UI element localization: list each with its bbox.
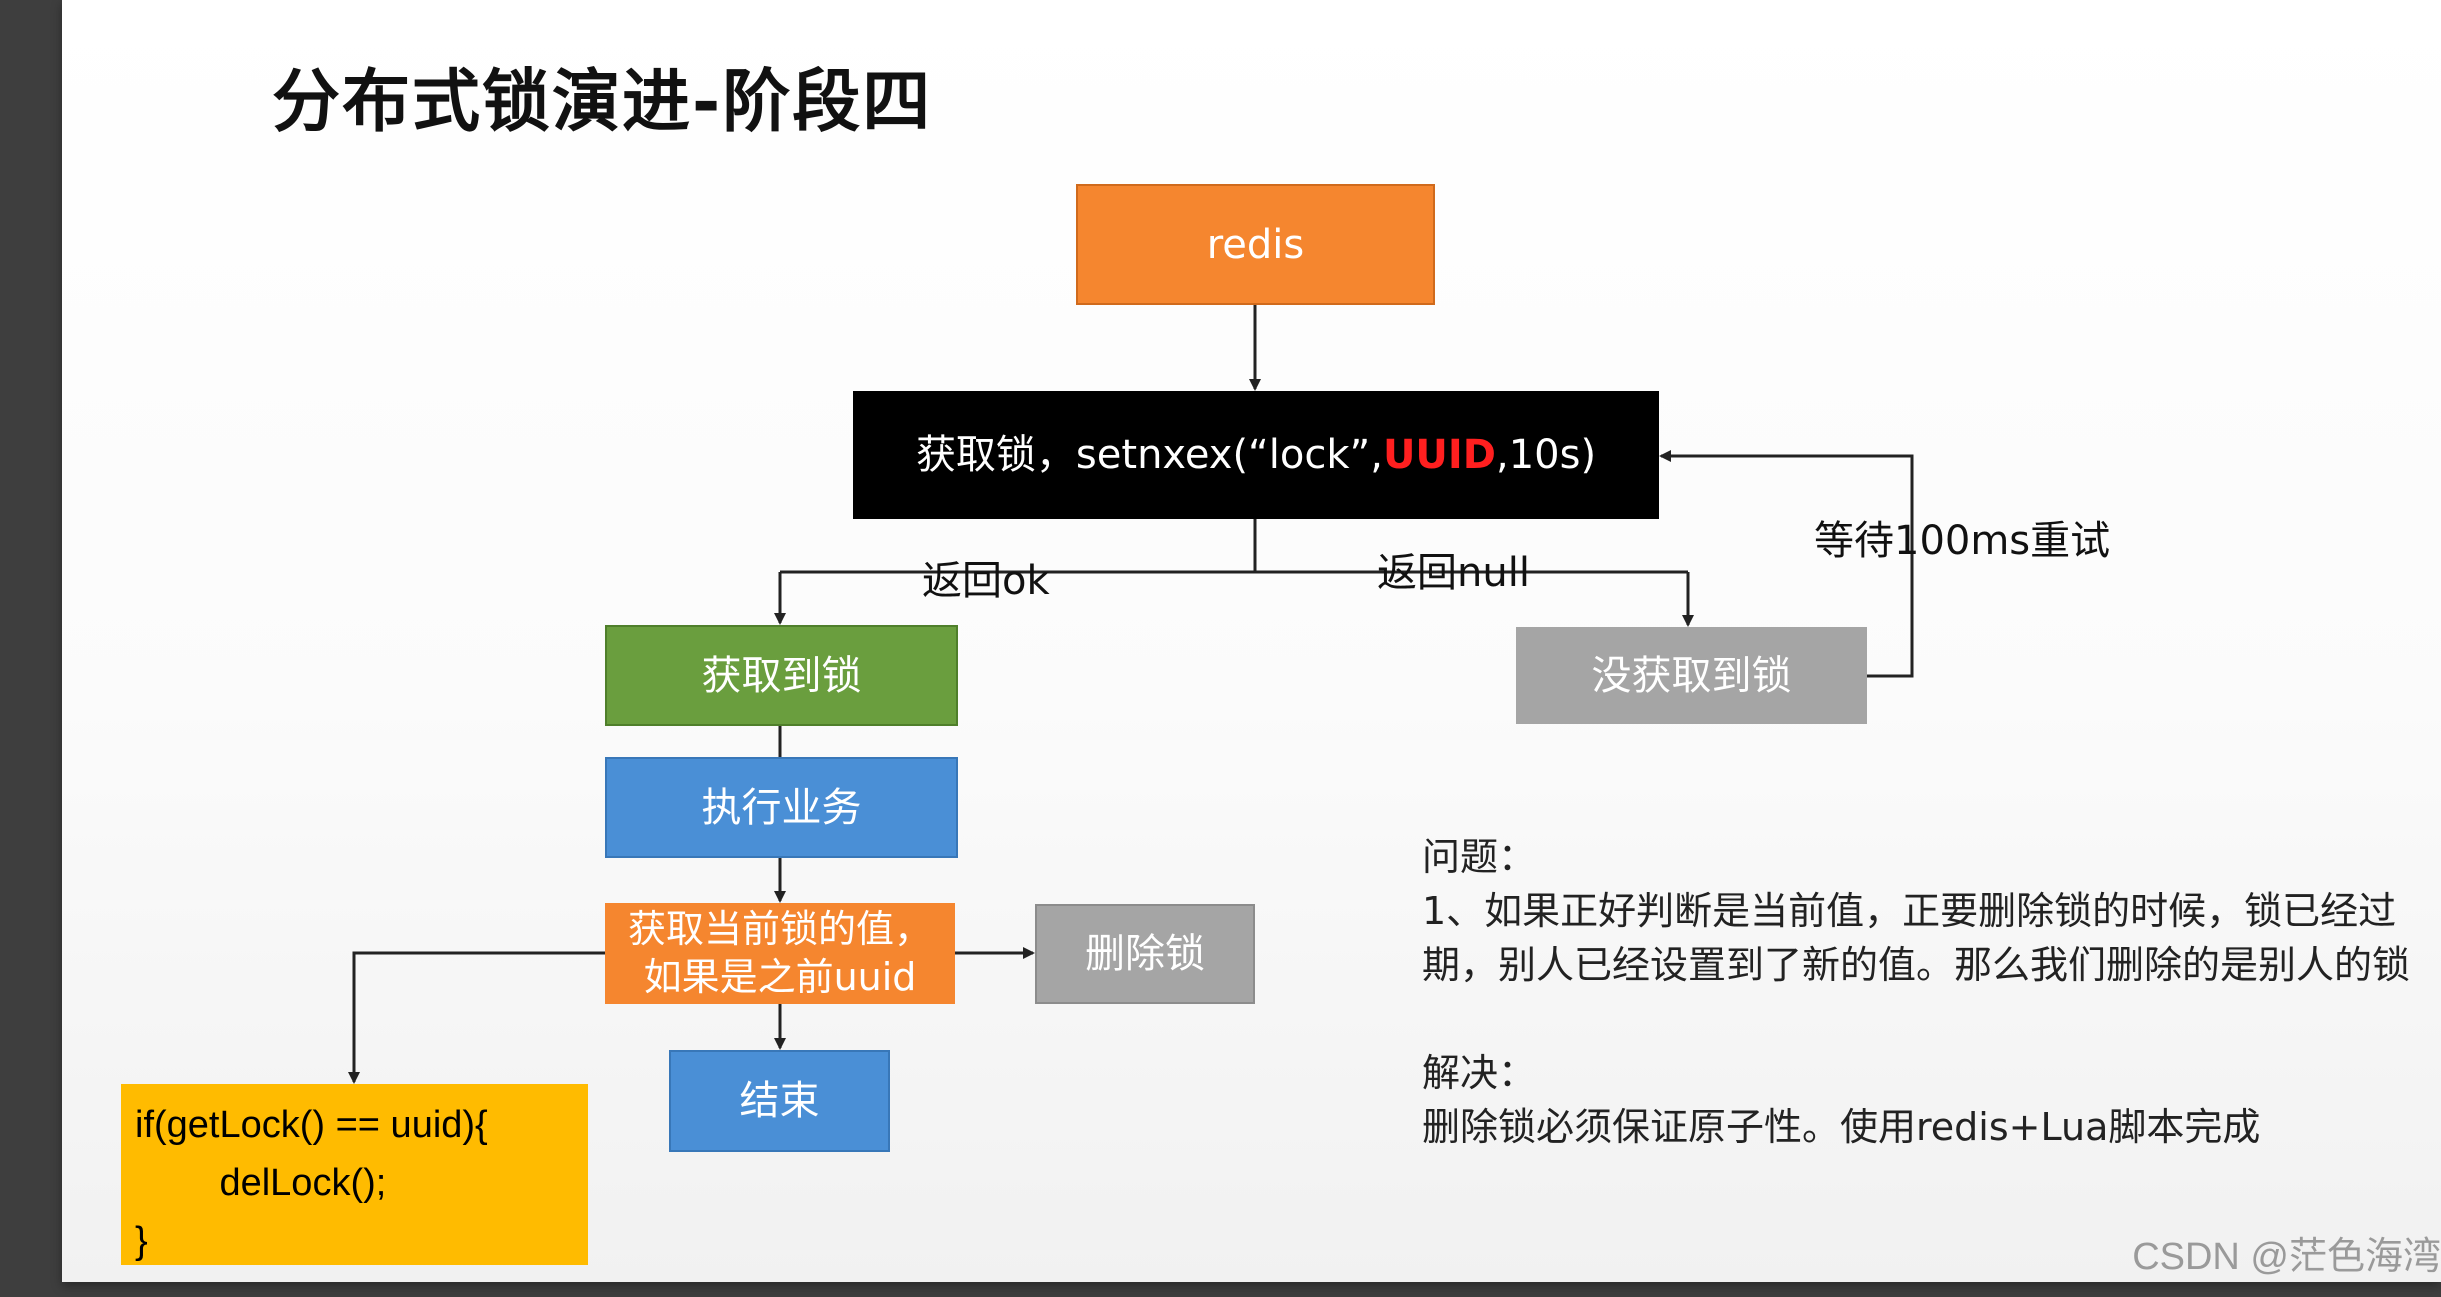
execute-business-label: 执行业务 — [701, 784, 862, 831]
acquire-lock-suffix: ,10s) — [1496, 432, 1597, 478]
acquire-lock-prefix: 获取锁，setnxex(“lock”, — [915, 432, 1383, 478]
edge-label-return-null: 返回null — [1377, 550, 1530, 596]
acquire-lock-node: 获取锁，setnxex(“lock”,UUID,10s) — [853, 391, 1659, 519]
acquire-lock-uuid: UUID — [1382, 432, 1496, 478]
flow-connectors — [348, 305, 1914, 1084]
code-line-2: delLock(); — [135, 1162, 387, 1204]
notes-panel: 问题： 1、如果正好判断是当前值，正要删除锁的时候，锁已经过期，别人已经设置到了… — [1422, 830, 2441, 1154]
get-lock-value-node: 获取当前锁的值， 如果是之前uuid — [605, 903, 955, 1004]
problem-heading: 问题： — [1422, 835, 1537, 879]
slide: 分布式锁演进-阶段四 — [62, 0, 2441, 1282]
code-line-1: if(getLock() == uuid){ — [135, 1104, 488, 1146]
delete-lock-node: 删除锁 — [1035, 904, 1255, 1004]
solution-text: 删除锁必须保证原子性。使用redis+Lua脚本完成 — [1422, 1105, 2261, 1149]
got-lock-label: 获取到锁 — [701, 652, 862, 699]
code-line-3: } — [135, 1220, 148, 1262]
redis-node-label: redis — [1206, 221, 1305, 268]
end-label: 结束 — [739, 1078, 820, 1124]
slide-title: 分布式锁演进-阶段四 — [272, 63, 933, 142]
get-lock-value-line2: 如果是之前uuid — [643, 954, 917, 999]
edge-label-retry: 等待100ms重试 — [1814, 518, 2111, 564]
not-got-lock-label: 没获取到锁 — [1591, 652, 1792, 699]
code-snippet: if(getLock() == uuid){ delLock();} — [121, 1084, 588, 1265]
solution-heading: 解决： — [1422, 1051, 1537, 1095]
watermark: CSDN @茫色海湾 — [2132, 1236, 2441, 1278]
arrow-retry-loop — [1659, 450, 1914, 678]
delete-lock-label: 删除锁 — [1085, 931, 1205, 977]
not-got-lock-node: 没获取到锁 — [1516, 627, 1867, 724]
arrow-getval-to-code — [348, 951, 605, 1084]
execute-business-node: 执行业务 — [605, 757, 958, 858]
got-lock-node: 获取到锁 — [605, 625, 958, 726]
end-node: 结束 — [669, 1050, 890, 1152]
edge-label-return-ok: 返回ok — [922, 558, 1050, 604]
get-lock-value-line1: 获取当前锁的值， — [627, 907, 932, 951]
redis-node: redis — [1076, 184, 1435, 305]
problem-text: 1、如果正好判断是当前值，正要删除锁的时候，锁已经过期，别人已经设置到了新的值。… — [1422, 889, 2411, 987]
